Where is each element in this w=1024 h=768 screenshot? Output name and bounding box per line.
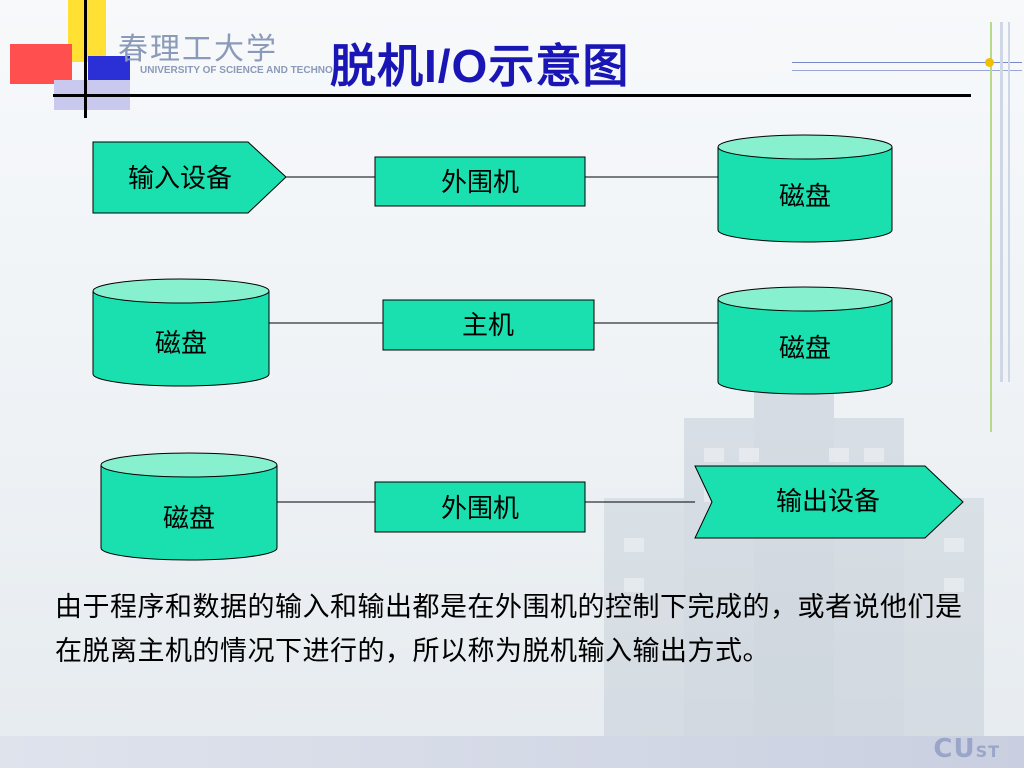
disk-label: 磁盘	[779, 334, 831, 364]
input-device-label: 输入设备	[128, 164, 232, 194]
cust-logo-small: ST	[975, 742, 1000, 761]
decor-right-vertical-green	[990, 22, 992, 432]
decor-right-line	[792, 62, 1022, 63]
decor-vertical-line	[84, 0, 87, 118]
title-underline	[53, 94, 971, 97]
peripheral-machine-box: 外围机	[374, 481, 586, 533]
decor-square-yellow	[68, 0, 106, 62]
disk-cylinder: 磁盘	[717, 134, 893, 243]
disk-cylinder: 磁盘	[92, 278, 270, 387]
decor-right-dot	[985, 58, 994, 67]
cust-logo-big: CU	[933, 734, 976, 764]
school-name-en: UNIVERSITY OF SCIENCE AND TECHNO	[140, 65, 333, 76]
output-device-label: 输出设备	[776, 487, 880, 517]
host-machine-label: 主机	[462, 311, 514, 341]
peripheral-machine-box: 外围机	[374, 156, 586, 207]
host-machine-box: 主机	[382, 299, 595, 351]
disk-label: 磁盘	[155, 329, 207, 359]
disk-label: 磁盘	[163, 504, 215, 534]
output-device-shape: 输出设备	[694, 465, 964, 539]
disk-cylinder: 磁盘	[100, 452, 278, 561]
input-device-shape: 输入设备	[92, 141, 287, 214]
disk-label: 磁盘	[779, 182, 831, 212]
decor-right-line-2	[792, 70, 1022, 71]
cust-logo: CUST	[933, 734, 1000, 764]
explanation-text: 由于程序和数据的输入和输出都是在外围机的控制下完成的，或者说他们是在脱离主机的情…	[55, 592, 963, 667]
decor-right-vertical-grey-2	[1008, 22, 1010, 382]
peripheral-machine-label: 外围机	[441, 494, 519, 524]
school-name: 春理工大学	[118, 32, 278, 67]
decor-square-red	[10, 44, 72, 84]
footer-band	[0, 736, 1024, 768]
disk-cylinder: 磁盘	[717, 286, 893, 395]
decor-right-vertical-grey	[1000, 22, 1003, 382]
page-title: 脱机I/O示意图	[330, 40, 630, 92]
peripheral-machine-label: 外围机	[441, 168, 519, 198]
